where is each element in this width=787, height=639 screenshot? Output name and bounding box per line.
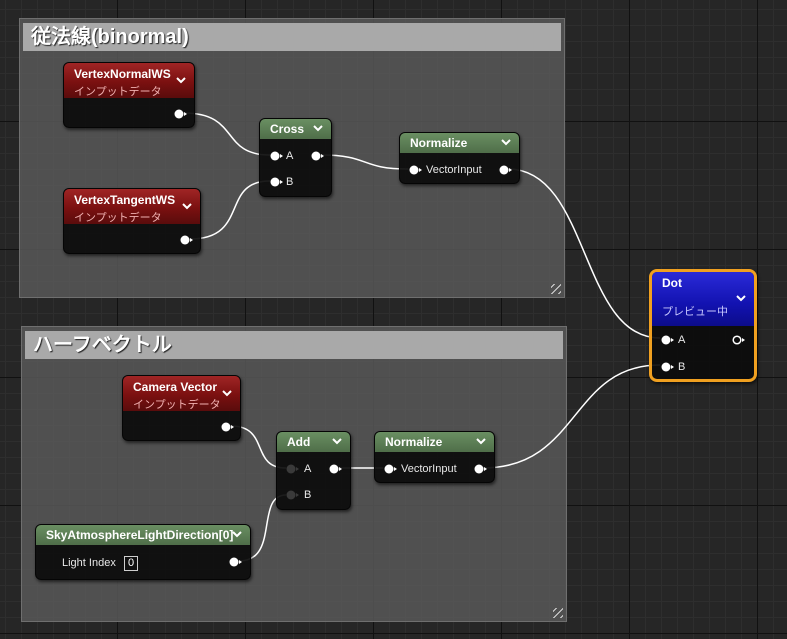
light-index-label: Light Index <box>62 557 116 569</box>
pin-label: VectorInput <box>401 463 457 475</box>
node-header[interactable]: Dot プレビュー中 <box>652 272 754 326</box>
pin-label: B <box>286 176 294 188</box>
node-subtitle: インプットデータ <box>74 86 162 98</box>
node-title: VertexNormalWS <box>74 67 171 81</box>
node-header[interactable]: SkyAtmosphereLightDirection[0] <box>36 525 250 545</box>
pin-label: VectorInput <box>426 164 482 176</box>
chevron-down-icon[interactable] <box>735 292 747 304</box>
chevron-down-icon[interactable] <box>231 528 243 540</box>
node-title: Normalize <box>410 136 468 150</box>
chevron-down-icon[interactable] <box>312 122 324 134</box>
node-title: VertexTangentWS <box>74 193 176 207</box>
node-header[interactable]: Cross <box>260 119 331 139</box>
comment-title[interactable]: 従法線(binormal) <box>23 23 561 51</box>
input-pin-b[interactable] <box>286 490 299 500</box>
node-header[interactable]: VertexTangentWS インプットデータ <box>64 189 200 224</box>
output-pin[interactable] <box>474 464 487 474</box>
pin-label: A <box>286 150 294 162</box>
resize-grip-icon[interactable] <box>551 284 561 294</box>
node-normalize-top[interactable]: Normalize VectorInput <box>399 132 520 184</box>
node-cross[interactable]: Cross A B <box>259 118 332 197</box>
input-pin-a[interactable] <box>270 151 283 161</box>
output-pin[interactable] <box>499 165 512 175</box>
pin-label: B <box>678 361 686 373</box>
node-header[interactable]: Add <box>277 432 350 452</box>
pin-label: A <box>678 334 686 346</box>
node-title: Camera Vector <box>133 380 218 394</box>
output-pin[interactable] <box>180 235 193 245</box>
node-title: Dot <box>662 276 682 290</box>
node-header[interactable]: Camera Vector インプットデータ <box>123 376 240 411</box>
node-header[interactable]: Normalize <box>375 432 494 452</box>
pin-label: A <box>304 463 312 475</box>
node-vertex-tangent-ws[interactable]: VertexTangentWS インプットデータ <box>63 188 201 254</box>
node-subtitle: プレビュー中 <box>662 306 728 318</box>
output-pin[interactable] <box>311 151 324 161</box>
node-camera-vector[interactable]: Camera Vector インプットデータ <box>122 375 241 441</box>
light-index-field[interactable]: 0 <box>120 556 139 571</box>
input-pin-a[interactable] <box>286 464 299 474</box>
input-pin-b[interactable] <box>270 177 283 187</box>
input-pin-b[interactable] <box>661 362 674 372</box>
chevron-down-icon[interactable] <box>221 387 233 399</box>
chevron-down-icon[interactable] <box>500 136 512 148</box>
chevron-down-icon[interactable] <box>331 435 343 447</box>
node-subtitle: インプットデータ <box>74 212 162 224</box>
resize-grip-icon[interactable] <box>553 608 563 618</box>
comment-title[interactable]: ハーフベクトル <box>25 331 563 359</box>
output-pin-unconnected[interactable] <box>732 335 745 345</box>
node-sky-atmosphere-light-direction[interactable]: SkyAtmosphereLightDirection[0] Light Ind… <box>35 524 251 580</box>
chevron-down-icon[interactable] <box>475 435 487 447</box>
node-vertex-normal-ws[interactable]: VertexNormalWS インプットデータ <box>63 62 195 128</box>
node-header[interactable]: VertexNormalWS インプットデータ <box>64 63 194 98</box>
node-title: Add <box>287 435 311 449</box>
light-index-value[interactable]: 0 <box>124 556 139 571</box>
output-pin[interactable] <box>174 109 187 119</box>
node-title: Cross <box>270 122 305 136</box>
chevron-down-icon[interactable] <box>181 200 193 212</box>
node-dot[interactable]: Dot プレビュー中 A B <box>649 269 757 382</box>
output-pin[interactable] <box>229 557 242 567</box>
output-pin[interactable] <box>329 464 342 474</box>
node-subtitle: インプットデータ <box>133 399 221 411</box>
input-pin-vector[interactable] <box>409 165 422 175</box>
pin-label: B <box>304 489 312 501</box>
node-title: Normalize <box>385 435 443 449</box>
node-title: SkyAtmosphereLightDirection[0] <box>46 528 234 542</box>
output-pin[interactable] <box>221 422 234 432</box>
node-add[interactable]: Add A B <box>276 431 351 510</box>
input-pin-vector[interactable] <box>384 464 397 474</box>
node-normalize-bottom[interactable]: Normalize VectorInput <box>374 431 495 483</box>
node-header[interactable]: Normalize <box>400 133 519 153</box>
input-pin-a[interactable] <box>661 335 674 345</box>
chevron-down-icon[interactable] <box>175 74 187 86</box>
